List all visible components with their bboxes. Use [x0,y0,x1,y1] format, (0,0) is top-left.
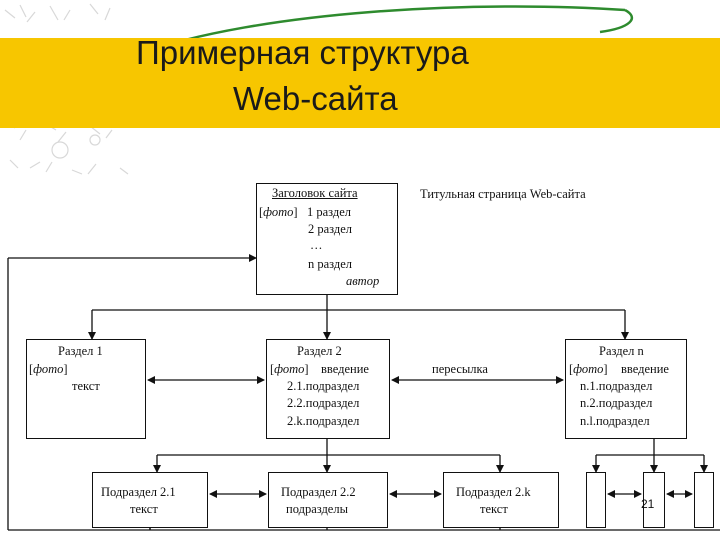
site-header-label: Заголовок сайта [272,186,358,200]
section-1-photo: [фото] [29,362,68,376]
section-2-heading: Раздел 2 [297,344,342,358]
home-photo-label: [фото] [259,205,298,219]
home-item-n: n раздел [308,257,353,271]
section-n-sub-1: n.1.подраздел [580,379,653,393]
section-2-intro: введение [321,362,369,376]
subsection-2-1-heading: Подраздел 2.1 [101,485,176,499]
crosslink-label: пересылка [432,362,488,376]
title-page-caption: Титульная страница Web-сайта [420,187,586,201]
home-page-box [256,183,398,295]
subsection-2-1-text: текст [130,502,158,516]
subsection-2-k-heading: Подраздел 2.k [456,485,531,499]
section-2-photo: [фото] [270,362,309,376]
section-n-heading: Раздел n [599,344,644,358]
subsection-2-2-box [268,472,388,528]
subsection-2-1-box [92,472,208,528]
subsection-2-k-text: текст [480,502,508,516]
section-1-text: текст [72,379,100,393]
home-item-2: 2 раздел [308,222,353,236]
section-n-photo: [фото] [569,362,608,376]
subsection-2-2-text: подразделы [286,502,348,516]
section-n-sub-2: n.2.подраздел [580,396,653,410]
section-1-box [26,339,146,439]
section-2-sub-1: 2.1.подраздел [287,379,360,393]
section-2-sub-k: 2.k.подраздел [287,414,360,428]
home-ellipsis: … [310,238,323,252]
title-banner [0,38,720,128]
section-n-intro: введение [621,362,669,376]
page-number: 21 [641,497,655,511]
home-author: автор [346,274,380,288]
section-n-sub-l: n.l.подраздел [580,414,650,428]
slide-title-line2: Web-сайта [233,80,398,117]
slide-title: Примерная структура [136,34,469,71]
section-1-heading: Раздел 1 [58,344,103,358]
section-2-sub-2: 2.2.подраздел [287,396,360,410]
home-item-1: 1 раздел [307,205,352,219]
subsection-2-2-heading: Подраздел 2.2 [281,485,356,499]
